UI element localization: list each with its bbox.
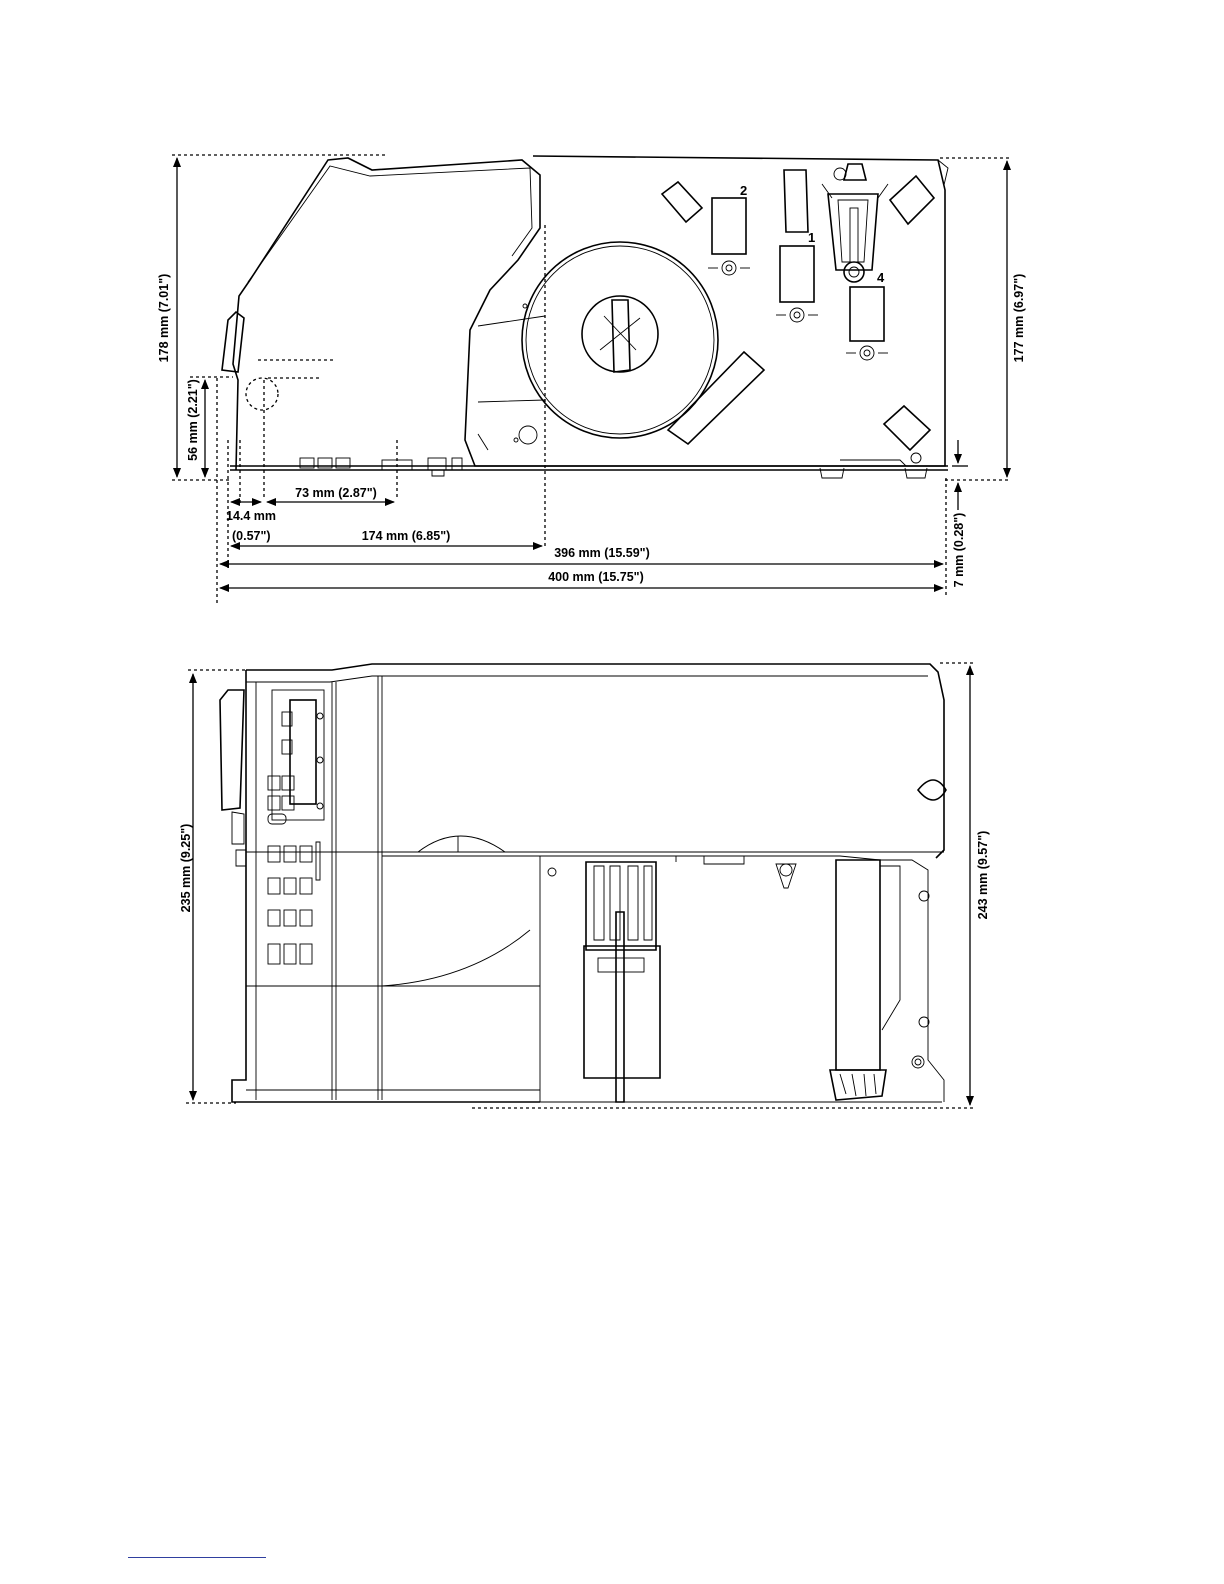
block-2: [708, 198, 750, 275]
keypad: [268, 712, 320, 964]
block-4: [846, 287, 888, 360]
dim-height-177: 177 mm (6.97"): [1012, 274, 1026, 363]
callout-2: 2: [740, 183, 747, 198]
latch-assembly: [822, 164, 888, 282]
dim-height-56: 56 mm (2.21"): [186, 379, 200, 461]
dim-foot-7: 7 mm (0.28"): [952, 513, 966, 588]
footnote-rule: [128, 1557, 266, 1558]
block-1: [776, 246, 818, 322]
dim-height-178: 178 mm (7.01"): [157, 274, 171, 363]
dim-offset-14-line1: 14.4 mm: [226, 509, 276, 523]
dim-length-396: 396 mm (15.59"): [554, 546, 650, 560]
callout-4: 4: [877, 270, 885, 285]
dim-offset-174: 174 mm (6.85"): [362, 529, 451, 543]
callout-1: 1: [808, 230, 815, 245]
front-view: 235 mm (9.25") 243 mm (9.57"): [179, 663, 990, 1108]
side-view: 178 mm (7.01") 56 mm (2.21") 177 mm (6.9…: [157, 155, 1026, 605]
dim-offset-14-line2: (0.57"): [232, 529, 271, 543]
dim-height-243: 243 mm (9.57"): [976, 831, 990, 920]
dim-offset-73: 73 mm (2.87"): [295, 486, 377, 500]
dim-height-235: 235 mm (9.25"): [179, 824, 193, 913]
dim-length-400: 400 mm (15.75"): [548, 570, 644, 584]
